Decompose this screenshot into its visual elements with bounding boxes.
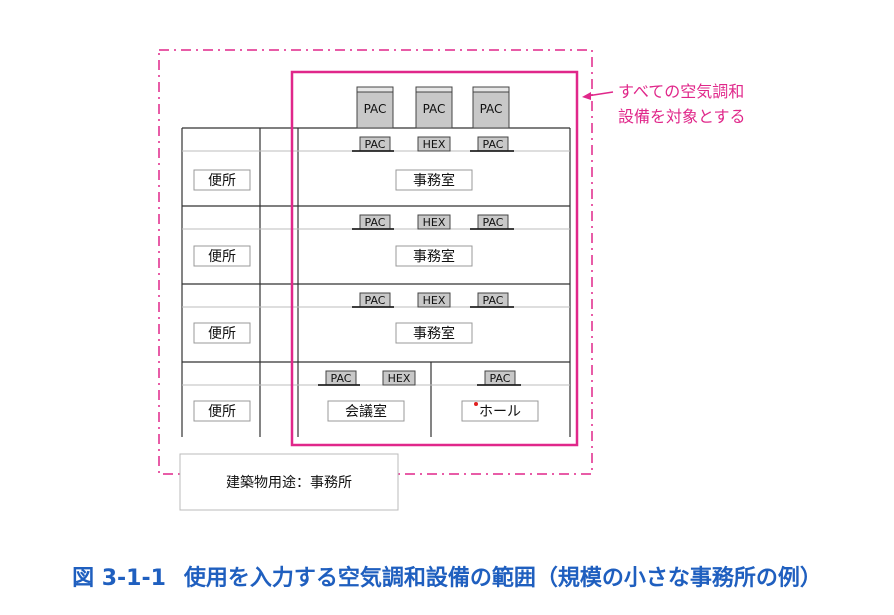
indoor-hex-label: HEX (423, 138, 446, 151)
room-label-toilet: 便所 (208, 249, 236, 265)
indoor-pac-label: PAC (483, 138, 504, 151)
room-label-office: 事務室 (413, 172, 455, 189)
indoor-pac-label: PAC (331, 372, 352, 385)
rooftop-pac-1-label: PAC (364, 102, 387, 116)
indoor-hex-label: HEX (423, 216, 446, 229)
rooftop-pac-2-label: PAC (423, 102, 446, 116)
indoor-hex (417, 136, 451, 152)
room-label-hall: ホール (479, 404, 521, 420)
room-label-toilet: 便所 (208, 326, 236, 342)
indoor-hex (417, 292, 451, 308)
room-label-meeting: 会議室 (345, 403, 387, 420)
rooftop-units: PAC PAC PAC (356, 86, 510, 129)
indoor-pac-label: PAC (365, 216, 386, 229)
indoor-hex-label: HEX (388, 372, 411, 385)
building-use-label: 建築物用途：事務所 (226, 474, 352, 491)
red-dot-marker (474, 402, 478, 406)
caption-number: 図 3-1-1 (72, 566, 166, 591)
floor-1-units: PAC HEX PAC (318, 370, 521, 386)
caption-text: 使用を入力する空気調和設備の範囲（規模の小さな事務所の例） (183, 566, 822, 591)
indoor-pac-label: PAC (483, 294, 504, 307)
annotation-line-2: 設備を対象とする (618, 107, 746, 126)
annotation-line-1: すべての空気調和 (618, 82, 744, 101)
annotation-arrowhead (582, 92, 591, 100)
floor-2-units: PAC HEX PAC (352, 292, 514, 308)
indoor-hex (382, 370, 416, 386)
floor-4-units: PAC HEX PAC (352, 136, 514, 152)
room-label-office: 事務室 (413, 325, 455, 342)
scope-highlight (290, 70, 579, 447)
room-label-toilet: 便所 (208, 404, 236, 420)
indoor-pac-label: PAC (365, 138, 386, 151)
floor-3-units: PAC HEX PAC (352, 214, 514, 230)
indoor-hex (417, 214, 451, 230)
room-labels: 便所 事務室 便所 事務室 便所 事務室 便所 会議室 ホール (193, 169, 539, 422)
room-label-toilet: 便所 (208, 173, 236, 189)
room-label-office: 事務室 (413, 248, 455, 265)
rooftop-pac-3-label: PAC (480, 102, 503, 116)
indoor-pac-label: PAC (483, 216, 504, 229)
indoor-pac-label: PAC (490, 372, 511, 385)
annotation-arrow-line (586, 91, 614, 97)
indoor-hex-label: HEX (423, 294, 446, 307)
building-use-box (179, 453, 399, 511)
building-boundary (158, 49, 593, 475)
figure-caption: 図 3-1-1 使用を入力する空気調和設備の範囲（規模の小さな事務所の例） (0, 560, 894, 592)
indoor-pac-label: PAC (365, 294, 386, 307)
